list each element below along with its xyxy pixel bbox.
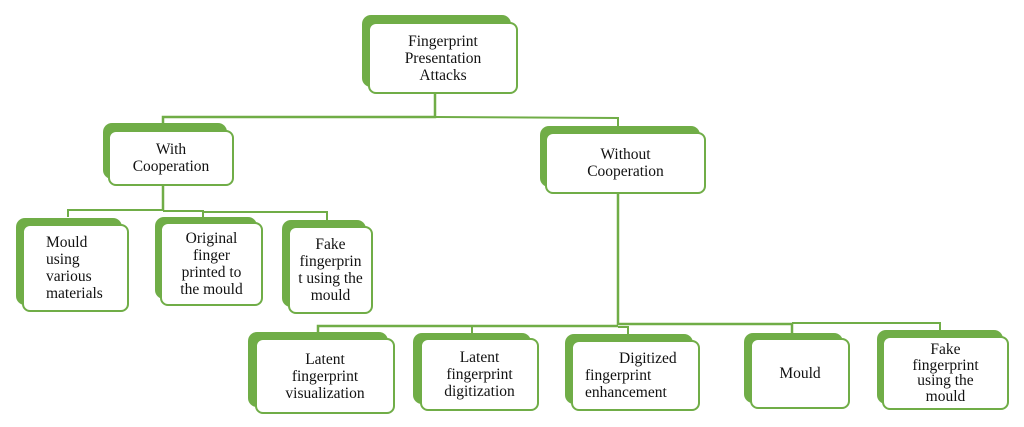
node-w1-label: Mould using various materials [46, 234, 103, 302]
node-box: Digitized fingerprint enhancement [571, 340, 700, 411]
node-without-cooperation-label: Without Cooperation [587, 146, 664, 180]
node-root-label: Fingerprint Presentation Attacks [404, 32, 482, 84]
node-box: Fake fingerprin t using the mould [288, 226, 373, 314]
connector-without-to-o4 [618, 322, 794, 333]
connector-without-to-o5 [792, 322, 941, 330]
connector-without-to-o1 [316, 324, 618, 332]
node-box: Without Cooperation [545, 132, 706, 194]
node-box: Mould using various materials [22, 224, 129, 312]
connector-root-to-with [161, 93, 437, 123]
node-box: Original finger printed to the mould [160, 222, 263, 306]
node-o3-label: Digitized fingerprint enhancement [585, 350, 677, 401]
node-box: Mould [750, 338, 850, 409]
node-o1-label: Latent fingerprint visualization [285, 350, 365, 402]
node-o2-label: Latent fingerprint digitization [444, 349, 515, 400]
node-with-cooperation-label: With Cooperation [132, 141, 210, 175]
node-box: Latent fingerprint digitization [420, 338, 539, 411]
node-box: Fingerprint Presentation Attacks [368, 22, 518, 94]
connector-with-to-w1 [67, 209, 163, 217]
node-w3-label: Fake fingerprin t using the mould [298, 236, 363, 304]
node-o5-label: Fake fingerprint using the mould [912, 341, 979, 405]
node-box: Fake fingerprint using the mould [882, 336, 1009, 410]
connector-with-to-w3 [203, 211, 328, 220]
connector-without-to-o3 [618, 326, 629, 334]
node-w2-label: Original finger printed to the mould [180, 230, 243, 298]
node-o4-label: Mould [779, 365, 821, 382]
connector-root-to-without [434, 116, 619, 126]
node-box: With Cooperation [108, 130, 234, 186]
node-box: Latent fingerprint visualization [255, 338, 395, 414]
